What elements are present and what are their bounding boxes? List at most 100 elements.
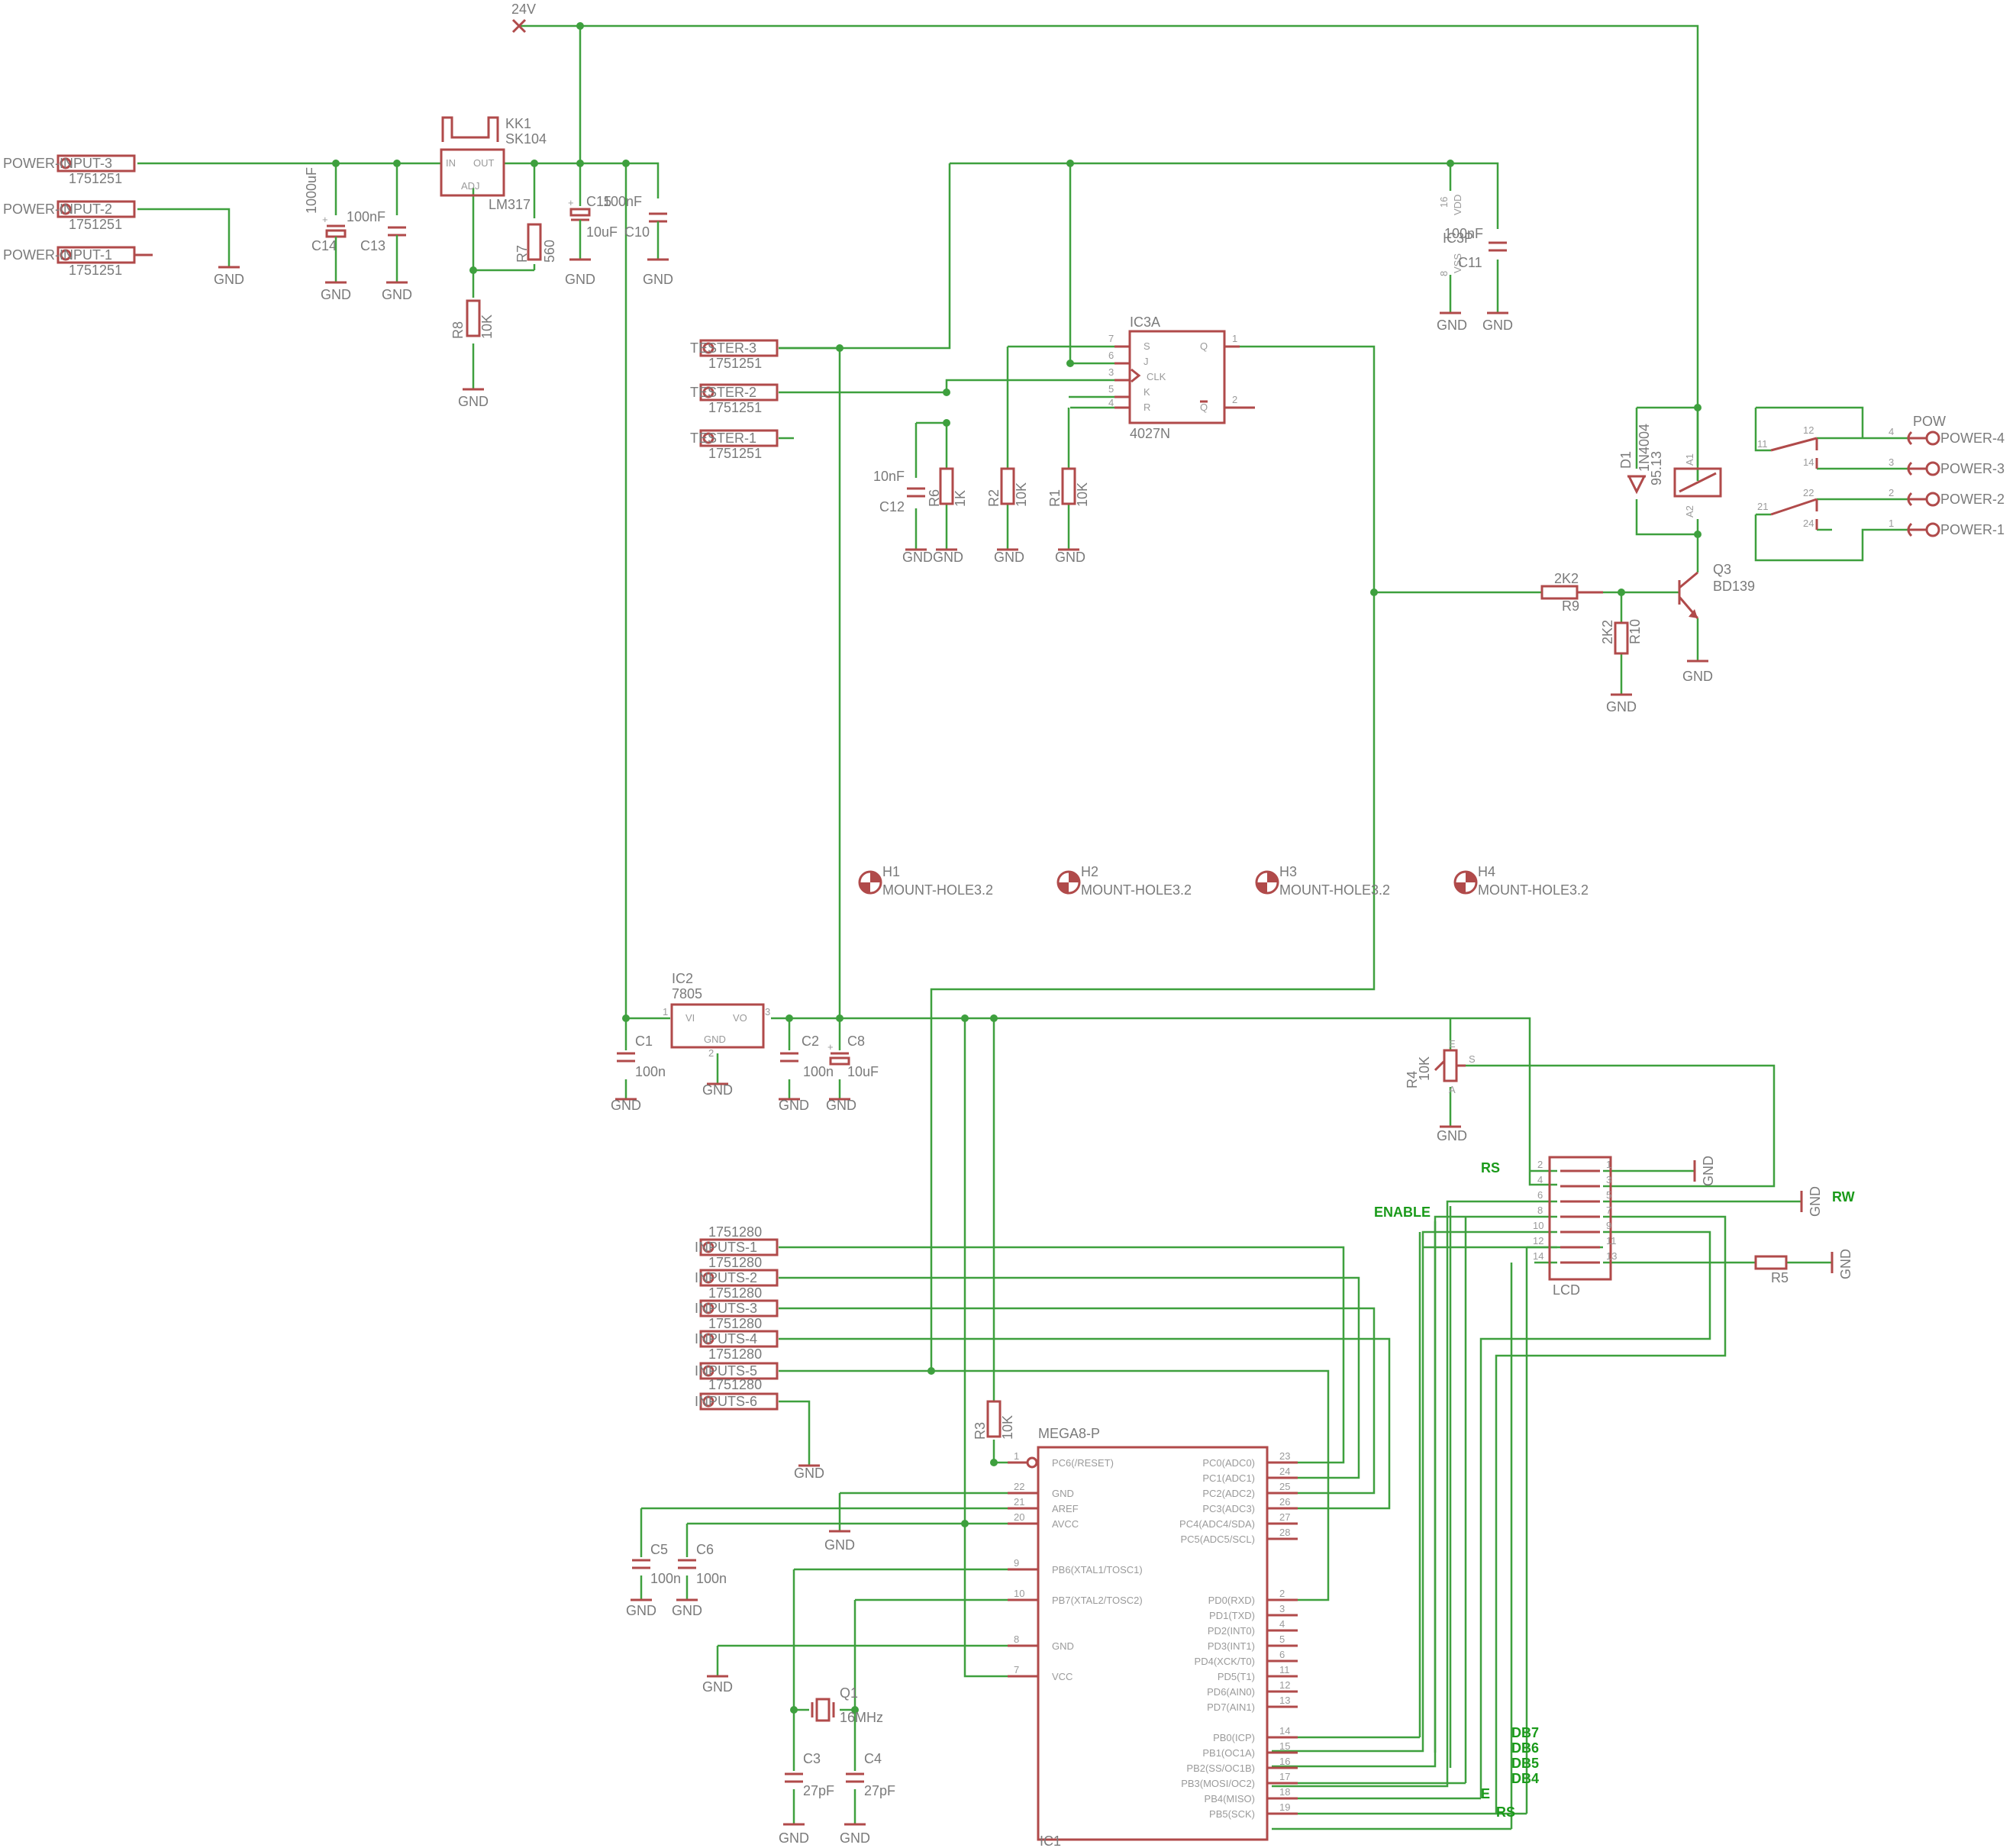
mcu-pin-name: PD7(AIN1) [1207, 1701, 1255, 1713]
schematic-label: 100n [635, 1064, 666, 1079]
regulator-7805: IC2 7805 VI VO GND 1 3 2 [663, 971, 770, 1059]
schematic-part: GND [321, 281, 351, 302]
schematic-label: OUT [473, 157, 495, 169]
relay-coil: 95.13 A1 A2 [1649, 451, 1722, 518]
schematic-label: INPUTS-6 [695, 1394, 757, 1409]
schematic-label: GND [994, 550, 1024, 565]
schematic-label: 100n [696, 1571, 727, 1586]
schematic-label: GND [702, 1679, 733, 1695]
schematic-label: J [1143, 356, 1149, 367]
supply-24v-label: 24V [511, 2, 536, 17]
mcu-pin-name: PB5(SCK) [1209, 1808, 1255, 1820]
schematic-label: 1751251 [708, 400, 762, 415]
mcu-pin-number: 17 [1279, 1771, 1290, 1782]
schematic-label: LM317 [489, 197, 531, 212]
power-input-2-label: POWER-INPUT-2 [3, 202, 112, 217]
resistor-r3: R3 10K [973, 1400, 1015, 1440]
mcu-pin-name: PB6(XTAL1/TOSC1) [1052, 1564, 1143, 1575]
mcu-pin-name: PD2(INT0) [1208, 1625, 1255, 1637]
schematic-label: TESTER-1 [690, 431, 756, 446]
power-input-3: POWER-INPUT-3 1751251 [3, 154, 136, 186]
schematic-label: C2 [802, 1034, 819, 1049]
mcu-pin-name: AREF [1052, 1503, 1079, 1514]
schematic-part: GND [994, 548, 1024, 565]
schematic-label: H3 [1279, 864, 1297, 879]
schematic-label: 2 [1537, 1159, 1543, 1170]
mcu-pin-number: 2 [1279, 1588, 1285, 1599]
mcu-pin-number: 1 [1014, 1450, 1019, 1462]
input-1: 1751280 INPUTS-1 [695, 1224, 779, 1256]
schematic-label: GND [1437, 318, 1467, 333]
schematic-label: 1 [663, 1006, 668, 1018]
power-input-1: POWER-INPUT-1 1751251 [3, 246, 153, 278]
schematic-label: A [1449, 1084, 1456, 1095]
schematic-label: GND [1482, 318, 1513, 333]
schematic-label: Q3 [1713, 562, 1731, 577]
mcu-pin-number: 27 [1279, 1511, 1290, 1523]
input-connectors: 1751280 INPUTS-1 1751280 INPUTS-2 175128… [695, 1224, 779, 1411]
schematic-label: R2 [986, 489, 1002, 507]
mcu-pin-name: PC1(ADC1) [1202, 1472, 1255, 1484]
schematic-label: R1 [1047, 489, 1063, 507]
schematic-part: GND [382, 281, 412, 302]
schematic-label: IC3P [1443, 231, 1473, 246]
power-out-3: 3 POWER-3 [1889, 456, 2005, 476]
mcu-pin-number: 21 [1014, 1496, 1024, 1508]
gnd-symbols: GND GND GND GND GND GND GND GND GND GND … [214, 258, 1853, 1846]
capacitor-c3: C3 27pF [785, 1751, 834, 1798]
schematic-part: GND [643, 258, 673, 287]
net-labels: RS RW ENABLE DB7 DB6 DB5 DB4 E RS [1374, 1160, 1855, 1820]
schematic-label: BD139 [1713, 579, 1755, 594]
schematic-label: H1 [882, 864, 900, 879]
schematic-label: 7805 [672, 986, 702, 1001]
schematic-part: GND [1437, 1125, 1467, 1143]
schematic-label: C13 [360, 238, 385, 253]
schematic-label: 95.13 [1649, 451, 1664, 485]
schematic-label: 27pF [803, 1783, 834, 1798]
schematic-label: C11 [1458, 255, 1482, 270]
schematic-label: 1751280 [708, 1285, 762, 1301]
mcu-pin-number: 19 [1279, 1801, 1290, 1813]
schematic-label: K [1143, 386, 1150, 398]
mcu-pin-name: PC3(ADC3) [1202, 1503, 1255, 1514]
schematic-label: 22 [1803, 487, 1814, 498]
schematic-label: C14 [311, 238, 337, 253]
schematic-label: 2 [708, 1047, 714, 1059]
mcu-pin-number: 5 [1279, 1634, 1285, 1645]
supply-24v: 24V [511, 2, 536, 34]
schematic-label: 3 [1108, 366, 1114, 378]
crystal-q1: Q1 16MHz [811, 1685, 883, 1725]
schematic-label: 14 [1803, 456, 1814, 468]
schematic-label: 10nF [873, 469, 905, 484]
mcu-pin-number: 4 [1279, 1618, 1285, 1630]
mcu-pin-number: 18 [1279, 1786, 1290, 1798]
schematic-label: R [1143, 402, 1150, 413]
schematic-part: GND [672, 1598, 702, 1618]
schematic-label: GND [826, 1098, 856, 1113]
schematic-label: 2K2 [1600, 620, 1615, 644]
mcu-pin-name: VCC [1052, 1671, 1073, 1682]
schematic-label: 2 [1889, 487, 1894, 498]
schematic-part: GND [826, 1098, 856, 1113]
schematic-label: R8 [450, 321, 466, 339]
schematic-label: GND [933, 550, 963, 565]
regulator-lm317: KK1 SK104 IN OUT ADJ LM317 [440, 116, 547, 212]
resistor-r10: 2K2 R10 [1600, 619, 1643, 655]
schematic-label: E [1481, 1786, 1490, 1801]
schematic-label: GND [1682, 669, 1713, 684]
schematic-label: INPUTS-1 [695, 1240, 757, 1255]
schematic-label: R5 [1771, 1270, 1789, 1285]
schematic-label: 14 [1533, 1250, 1543, 1262]
schematic-label: R4 [1405, 1071, 1420, 1088]
schematic-label: 7 [1606, 1205, 1611, 1216]
schematic-label: GND [382, 287, 412, 302]
capacitor-c8: + C8 10uF [827, 1034, 879, 1079]
schematic-part: GND [933, 548, 963, 565]
schematic-label: 100nF [603, 194, 642, 209]
schematic-part: GND [902, 548, 933, 565]
capacitor-c14: + C14 1000uF [304, 167, 347, 282]
mcu-pin-name: PB0(ICP) [1213, 1732, 1255, 1743]
capacitor-c15: + C15 10uF [568, 194, 618, 260]
mcu-pin-number: 6 [1279, 1649, 1285, 1660]
schematic-label: A1 [1684, 453, 1695, 466]
